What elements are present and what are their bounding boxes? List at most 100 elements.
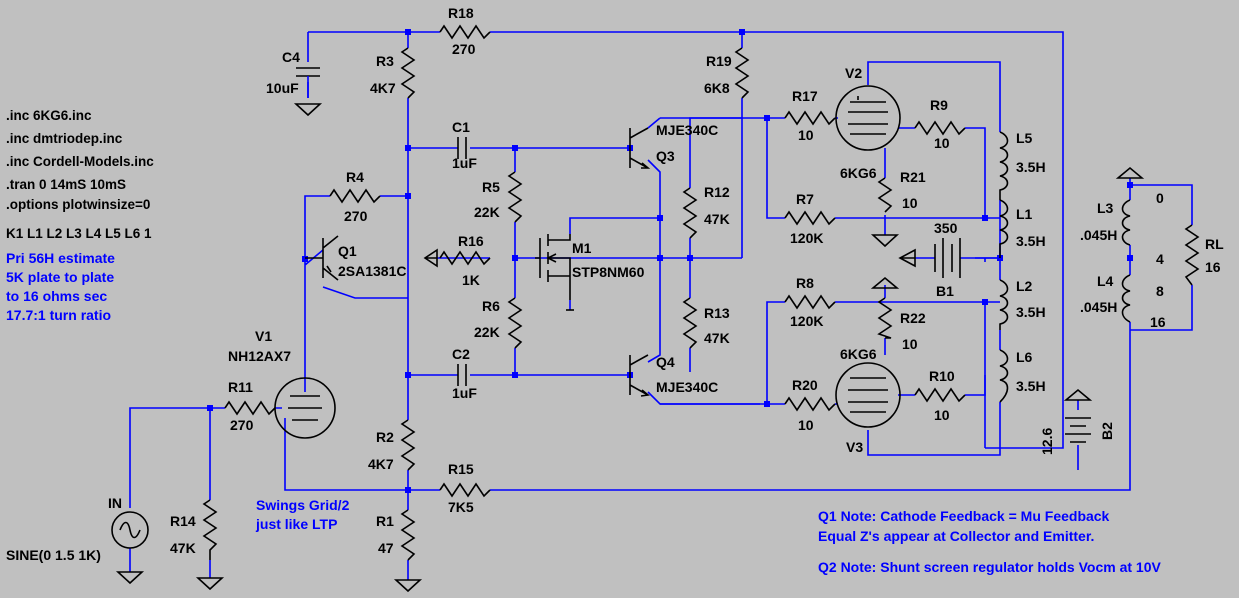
q1-note-2: Equal Z's appear at Collector and Emitte… <box>818 528 1094 544</box>
l2-symbol <box>999 279 1009 330</box>
b2-symbol <box>1065 417 1091 443</box>
l1-symbol <box>999 199 1009 258</box>
b2-arrow <box>1063 388 1093 401</box>
r11-symbol <box>224 400 276 416</box>
q4-symbol <box>629 354 650 397</box>
ground-in <box>115 571 145 585</box>
q1-note-1: Q1 Note: Cathode Feedback = Mu Feedback <box>818 508 1110 524</box>
r13-symbol <box>682 297 698 349</box>
r21-name: R21 <box>900 169 926 185</box>
r6-name: R6 <box>482 298 500 314</box>
swing-note-2: just like LTP <box>255 516 337 532</box>
c1-value: 1uF <box>452 155 477 171</box>
r15-value: 7K5 <box>448 499 474 515</box>
r17-value: 10 <box>798 127 814 143</box>
r3-name: R3 <box>376 53 394 69</box>
b2-name: B2 <box>1099 422 1115 440</box>
v3-name: V3 <box>846 439 863 455</box>
q3-symbol <box>629 127 651 169</box>
r22-arrow <box>870 276 900 289</box>
m1-model: STP8NM60 <box>572 264 645 280</box>
l5-name: L5 <box>1016 130 1033 146</box>
r17-symbol <box>784 110 836 126</box>
coupling-directive: K1 L1 L2 L3 L4 L5 L6 1 <box>6 226 152 241</box>
b2-value: 12.6 <box>1039 428 1055 455</box>
r16-name: R16 <box>458 233 484 249</box>
r13-value: 47K <box>704 330 730 346</box>
q4-name: Q4 <box>656 354 675 370</box>
l6-symbol <box>999 349 1009 403</box>
transformer-note-1: Pri 56H estimate <box>6 250 115 266</box>
l3-value: .045H <box>1080 227 1117 243</box>
l1-name: L1 <box>1016 206 1033 222</box>
r17-name: R17 <box>792 88 818 104</box>
r9-value: 10 <box>934 135 950 151</box>
r11-name: R11 <box>228 379 253 395</box>
q1-model: 2SA1381C <box>338 263 407 279</box>
q3-name: Q3 <box>656 148 675 164</box>
v3-model: 6KG6 <box>840 346 877 362</box>
m1-symbol <box>535 234 571 300</box>
r6-value: 22K <box>474 324 500 340</box>
r7-symbol <box>784 210 836 226</box>
r18-value: 270 <box>452 41 476 57</box>
q2-note: Q2 Note: Shunt screen regulator holds Vo… <box>818 559 1161 575</box>
r9-symbol <box>914 120 966 136</box>
c4-symbol <box>296 67 320 77</box>
tap-0: 0 <box>1156 190 1164 206</box>
r21-value: 10 <box>902 195 918 211</box>
r15-symbol <box>439 482 491 498</box>
directive-3: .inc Cordell-Models.inc <box>6 154 154 169</box>
c4-name: C4 <box>282 49 300 65</box>
r15-name: R15 <box>448 461 474 477</box>
directive-5: .options plotwinsize=0 <box>6 197 150 212</box>
l5-value: 3.5H <box>1016 159 1046 175</box>
l4-symbol <box>1121 274 1131 323</box>
r19-symbol <box>734 47 750 99</box>
v2-tube <box>835 85 901 151</box>
r1-value: 47 <box>378 540 394 556</box>
r14-name: R14 <box>170 513 196 529</box>
r16-ground-arrow <box>423 248 438 268</box>
directive-1: .inc 6KG6.inc <box>6 108 92 123</box>
c2-value: 1uF <box>452 385 477 401</box>
l4-value: .045H <box>1080 299 1117 315</box>
l3-name: L3 <box>1097 200 1114 216</box>
b1-symbol <box>934 238 961 278</box>
r13-name: R13 <box>704 305 730 321</box>
r8-value: 120K <box>790 313 823 329</box>
r21-symbol <box>877 177 893 213</box>
l5-symbol <box>999 131 1009 200</box>
parts <box>111 24 1200 593</box>
wires <box>129 31 1193 580</box>
in-name: IN <box>108 495 122 511</box>
c1-symbol <box>457 137 467 159</box>
r19-value: 6K8 <box>704 80 730 96</box>
swing-note-1: Swings Grid/2 <box>256 497 350 513</box>
r12-value: 47K <box>704 211 730 227</box>
r6-symbol <box>507 297 523 349</box>
transformer-note-2: 5K plate to plate <box>6 269 114 285</box>
tap-8: 8 <box>1156 283 1164 299</box>
r12-name: R12 <box>704 184 730 200</box>
l2-value: 3.5H <box>1016 304 1046 320</box>
m1-name: M1 <box>572 240 592 256</box>
directive-4: .tran 0 14mS 10mS <box>6 177 126 192</box>
q4-model: MJE340C <box>656 379 718 395</box>
r9-name: R9 <box>930 97 948 113</box>
r10-value: 10 <box>934 407 950 423</box>
r4-name: R4 <box>346 169 364 185</box>
r2-name: R2 <box>376 429 394 445</box>
tap-16: 16 <box>1150 314 1166 330</box>
q1-symbol <box>305 235 339 281</box>
v1-name: V1 <box>255 328 272 344</box>
c1-name: C1 <box>452 119 470 135</box>
v2-name: V2 <box>845 65 862 81</box>
ground-r21 <box>870 234 900 248</box>
transformer-note-3: to 16 ohms sec <box>6 288 107 304</box>
in-value: SINE(0 1.5 1K) <box>6 547 101 563</box>
v2-model: 6KG6 <box>840 165 877 181</box>
ground-r14 <box>195 577 225 591</box>
v3-tube <box>835 362 901 428</box>
